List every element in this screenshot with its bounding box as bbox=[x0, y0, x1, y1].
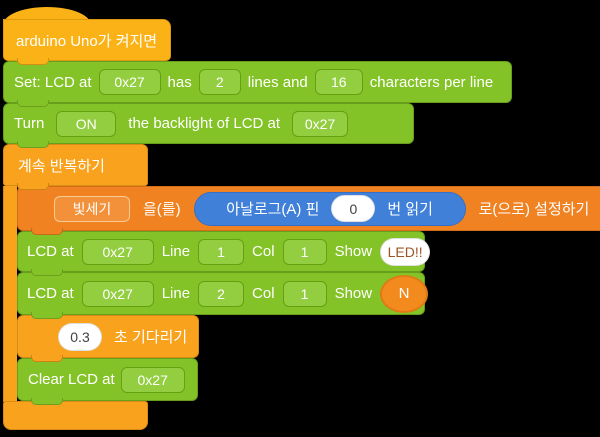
connector-tab bbox=[17, 141, 49, 148]
backlight-state-field[interactable]: ON bbox=[56, 110, 117, 137]
set-variable-label-1: 을(를) bbox=[143, 201, 181, 218]
variable-reporter-n[interactable]: N bbox=[380, 274, 429, 313]
lcd1-address-field[interactable]: 0x27 bbox=[81, 238, 154, 265]
hat-block-arduino-start[interactable]: arduino Uno가 켜지면 bbox=[3, 19, 171, 65]
lcd1-col-field[interactable]: 1 bbox=[282, 238, 327, 265]
lcd-init-block[interactable]: Set: LCD at 0x27 has 2 lines and 16 char… bbox=[3, 61, 512, 107]
lcd-init-label-2: has bbox=[167, 73, 192, 91]
forever-block-header[interactable]: 계속 반복하기 bbox=[3, 144, 148, 190]
lcd-init-label-4: characters per line bbox=[369, 73, 494, 91]
lcd1-label-2: Line bbox=[161, 243, 191, 260]
forever-block-arm[interactable] bbox=[3, 186, 17, 402]
lcd2-label-4: Show bbox=[334, 285, 373, 302]
forever-label: 계속 반복하기 bbox=[18, 157, 105, 175]
lcd2-label-1: LCD at bbox=[27, 285, 74, 302]
lcd2-label-2: Line bbox=[161, 285, 191, 302]
lcd-init-label-3: lines and bbox=[247, 73, 308, 91]
clear-address-field[interactable]: 0x27 bbox=[120, 366, 185, 393]
lcd-chars-field[interactable]: 16 bbox=[314, 69, 363, 95]
connector-tab bbox=[31, 269, 63, 276]
connector-tab bbox=[31, 228, 63, 235]
backlight-label-2: the backlight of LCD at bbox=[128, 115, 281, 132]
wait-duration-input[interactable]: 0.3 bbox=[58, 322, 102, 351]
analog-read-label-1: 아날로그(A) 핀 bbox=[226, 201, 320, 218]
analog-pin-input[interactable]: 0 bbox=[331, 195, 376, 222]
lcd2-col-field[interactable]: 1 bbox=[282, 280, 327, 307]
variable-field[interactable]: 빛세기 bbox=[54, 195, 130, 222]
clear-lcd-block[interactable]: Clear LCD at 0x27 bbox=[17, 358, 198, 405]
lcd-print-block-2[interactable]: LCD at 0x27 Line 2 Col 1 Show N bbox=[17, 272, 429, 319]
wait-label: 초 기다리기 bbox=[114, 329, 188, 346]
lcd2-line-field[interactable]: 2 bbox=[198, 280, 245, 307]
backlight-label-1: Turn bbox=[14, 115, 45, 132]
connector-tab bbox=[17, 58, 49, 65]
lcd-address-field[interactable]: 0x27 bbox=[98, 69, 161, 95]
backlight-address-field[interactable]: 0x27 bbox=[292, 110, 349, 137]
lcd1-text-input[interactable]: LED!! bbox=[380, 237, 431, 266]
hat-label: arduino Uno가 켜지면 bbox=[16, 32, 158, 50]
connector-tab bbox=[17, 100, 49, 107]
connector-tab bbox=[31, 312, 63, 319]
analog-read-reporter[interactable]: 아날로그(A) 핀 0 번 읽기 bbox=[193, 191, 466, 226]
connector-tab bbox=[17, 183, 49, 190]
lcd1-line-field[interactable]: 1 bbox=[198, 238, 245, 265]
lcd-init-label-1: Set: LCD at bbox=[14, 73, 92, 91]
connector-tab bbox=[31, 355, 63, 362]
lcd2-label-3: Col bbox=[252, 285, 275, 302]
lcd-lines-field[interactable]: 2 bbox=[198, 69, 241, 95]
lcd2-address-field[interactable]: 0x27 bbox=[81, 280, 154, 307]
lcd1-label-4: Show bbox=[334, 243, 373, 260]
analog-read-label-2: 번 읽기 bbox=[387, 201, 433, 218]
lcd1-label-3: Col bbox=[252, 243, 275, 260]
connector-tab bbox=[31, 398, 63, 405]
lcd-backlight-block[interactable]: Turn ON the backlight of LCD at 0x27 bbox=[3, 103, 414, 148]
wait-block[interactable]: 0.3 초 기다리기 bbox=[17, 315, 199, 362]
set-variable-block[interactable]: 빛세기 을(를) 아날로그(A) 핀 0 번 읽기 로(으로) 설정하기 bbox=[17, 186, 600, 235]
lcd-print-block-1[interactable]: LCD at 0x27 Line 1 Col 1 Show LED!! bbox=[17, 231, 431, 276]
set-variable-label-2: 로(으로) 설정하기 bbox=[478, 201, 590, 218]
lcd1-label-1: LCD at bbox=[27, 243, 74, 260]
forever-block-foot[interactable] bbox=[3, 401, 148, 430]
clear-label: Clear LCD at bbox=[28, 371, 115, 388]
